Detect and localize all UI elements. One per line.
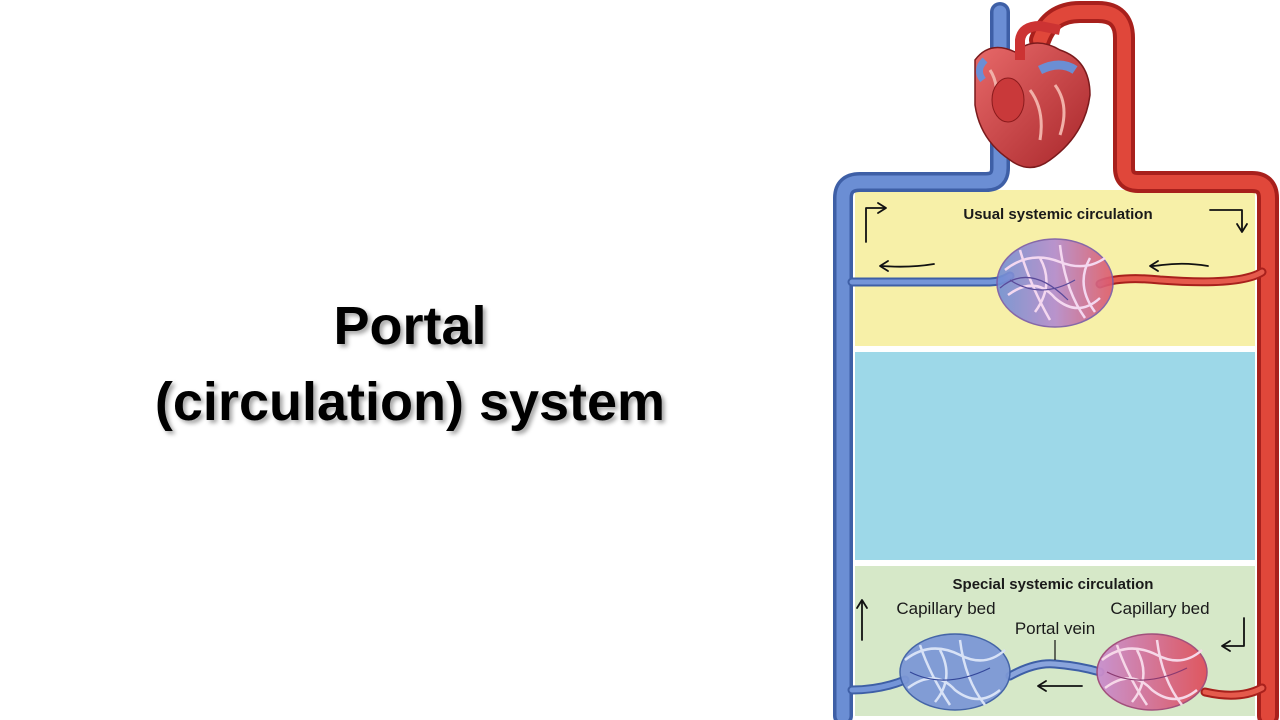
arrow-left-vein-top: [879, 260, 935, 272]
heart-illustration: [974, 20, 1091, 169]
portal-vein-label: Portal vein: [1015, 619, 1095, 638]
usual-circulation-label: Usual systemic circulation: [963, 206, 1152, 223]
arrow-down-right-top: [1209, 209, 1248, 233]
arrow-left-portal: [1037, 680, 1083, 692]
arrow-up-left-top: [865, 202, 887, 243]
vein-vessels: [833, 2, 1105, 720]
special-capillary-bed-right: [1096, 633, 1208, 711]
special-capillary-bed-left: [899, 633, 1011, 711]
usual-capillary-bed: [996, 238, 1114, 328]
arrow-left-artery-top: [1149, 260, 1209, 272]
special-circulation-label: Special systemic circulation: [953, 576, 1154, 593]
slide-title: Portal (circulation) system: [80, 288, 740, 440]
arrow-up-bottom-left: [856, 599, 868, 641]
artery-vessels: [1029, 1, 1279, 720]
capillary-bed-right-label: Capillary bed: [1110, 599, 1209, 618]
title-line-2: (circulation) system: [154, 372, 666, 432]
flow-arrows: [856, 202, 1248, 692]
capillary-bed-left-label: Capillary bed: [896, 599, 995, 618]
middle-panel: [855, 352, 1255, 560]
arrow-down-left-bottom-right: [1221, 617, 1245, 652]
title-line-1: Portal: [333, 296, 487, 356]
